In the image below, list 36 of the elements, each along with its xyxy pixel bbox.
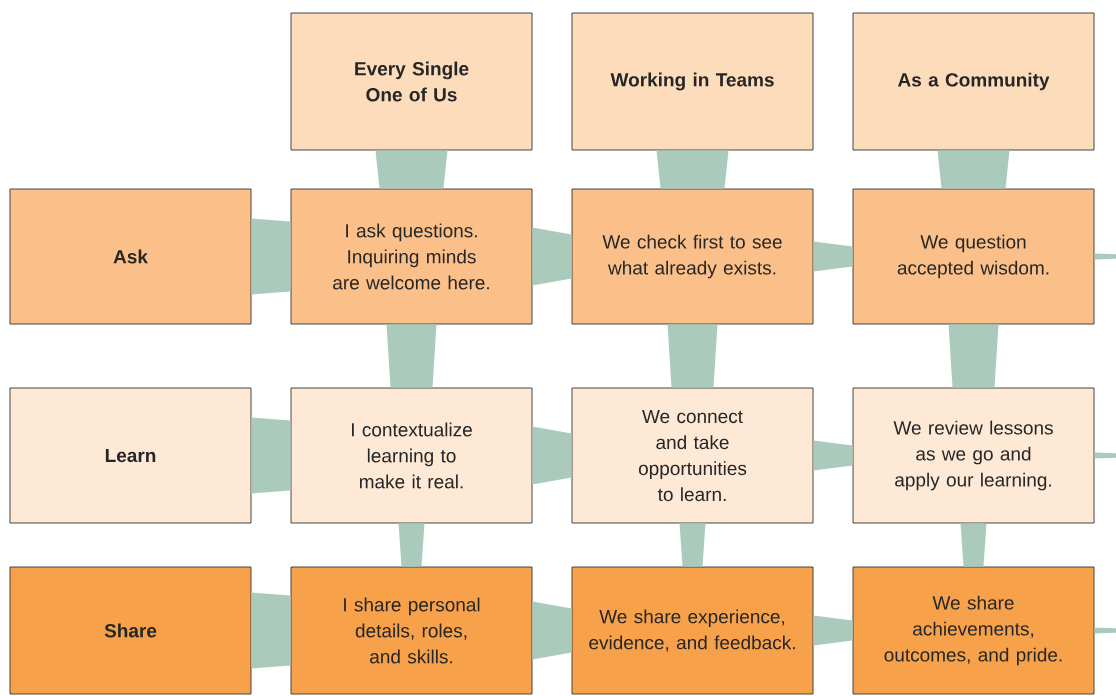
connector-band (532, 601, 572, 660)
statement-box: We share experience, evidence, and feedback. (571, 566, 814, 695)
statement-box: We question accepted wisdom. (852, 188, 1095, 325)
connector-band (532, 227, 572, 286)
connector-band (1094, 452, 1116, 459)
connector-band (386, 324, 437, 388)
statement-box: We share achievements, outcomes, and pride. (852, 566, 1095, 695)
connector-band (948, 324, 999, 388)
statement-box: I share personal details, roles, and skills. (290, 566, 533, 695)
connector-band (398, 523, 425, 567)
statement-box: We review lessons as we go and apply our learning. (852, 387, 1095, 524)
statement-box: We connect and take opportunities to learn. (571, 387, 814, 524)
connector-band (251, 218, 291, 295)
column-header-box: Every Single One of Us (290, 12, 533, 151)
statement-box: I ask questions. Inquiring minds are welcome here. (290, 188, 533, 325)
connector-band (656, 150, 729, 189)
row-header-box: Ask (9, 188, 252, 325)
connector-band (532, 426, 572, 485)
statement-box: I contextualize learning to make it real. (290, 387, 533, 524)
statement-box: We check first to see what already exists. (571, 188, 814, 325)
connector-band (960, 523, 987, 567)
column-header-box: Working in Teams (571, 12, 814, 151)
connector-band (937, 150, 1010, 189)
connector-band (251, 592, 291, 669)
column-header-box: As a Community (852, 12, 1095, 151)
connector-band (1094, 627, 1116, 634)
connector-band (679, 523, 706, 567)
row-header-box: Learn (9, 387, 252, 524)
connector-band (813, 615, 853, 646)
connector-band (1094, 253, 1116, 260)
connector-band (813, 241, 853, 272)
connector-band (813, 440, 853, 471)
connector-band (375, 150, 448, 189)
connector-band (251, 417, 291, 494)
row-header-box: Share (9, 566, 252, 695)
connector-band (667, 324, 718, 388)
